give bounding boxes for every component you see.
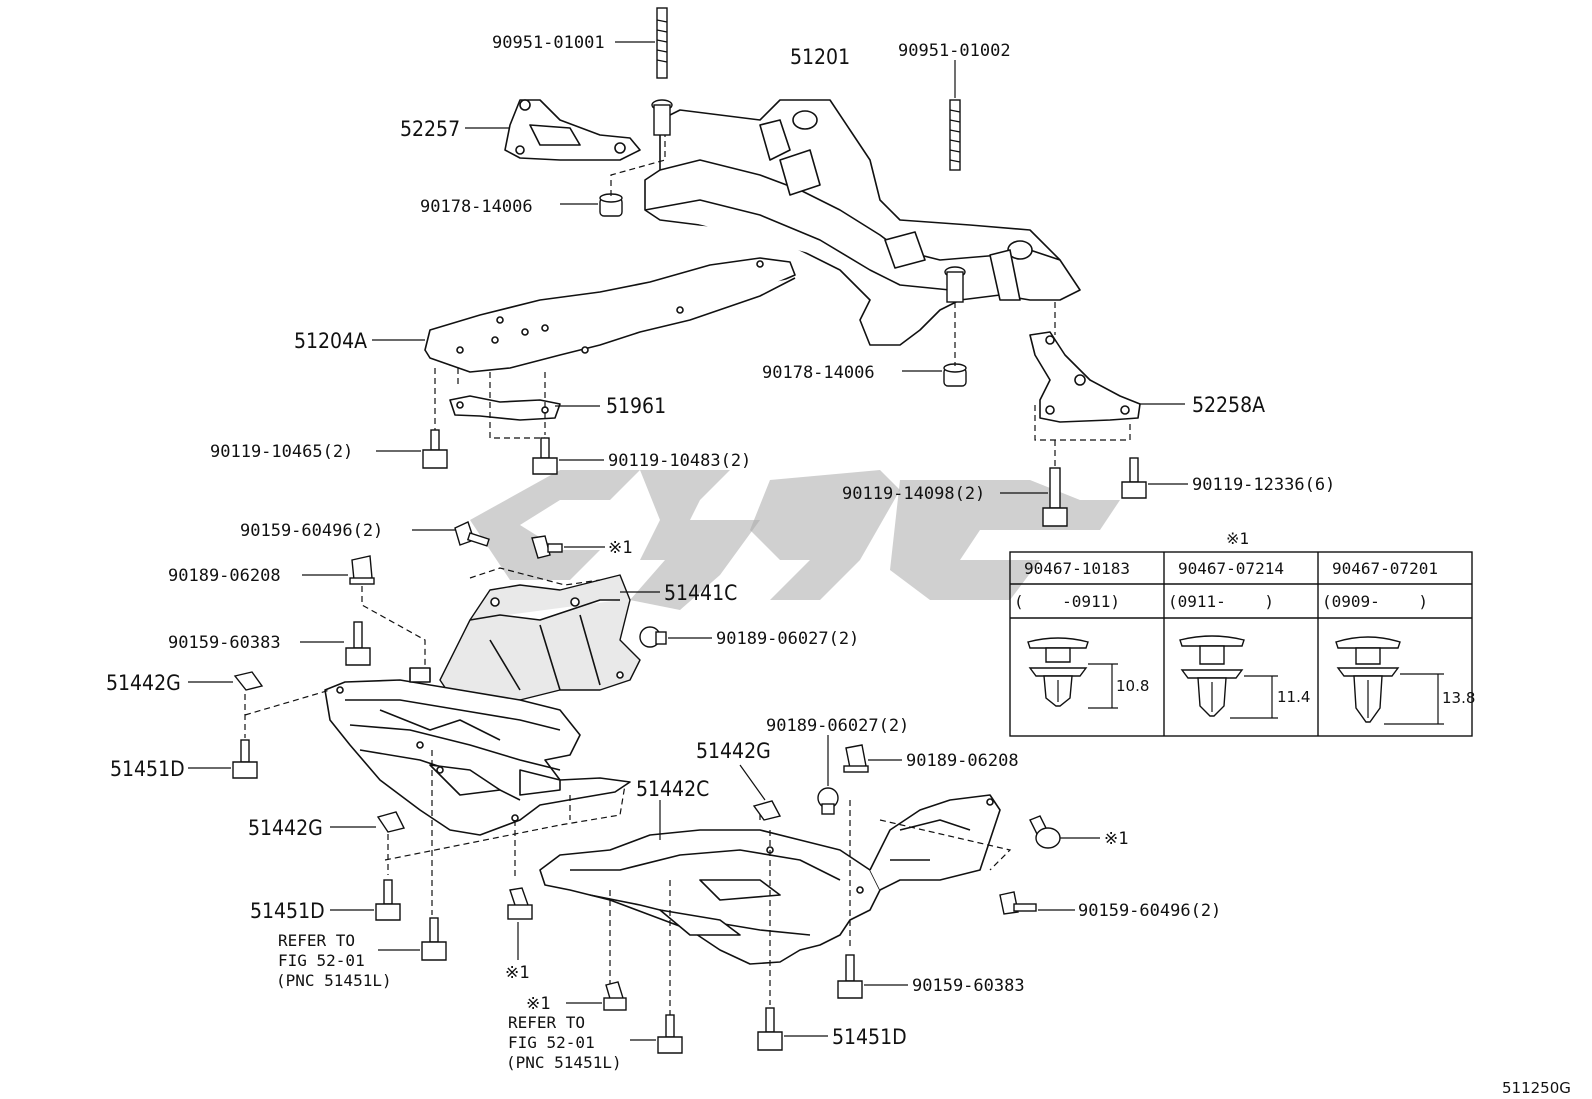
label-51451D-b: 51451D: [250, 899, 325, 923]
clip-nut-90189-06208-a: [349, 555, 375, 585]
label-90189-06208-b: 90189-06208: [906, 751, 1019, 771]
clip-col-2-part: 90467-07214: [1178, 559, 1284, 578]
bolt-90159-60496-a: [454, 521, 490, 547]
bolt-90119-10465: [422, 429, 448, 469]
label-90951-01002: 90951-01002: [898, 41, 1011, 61]
stud-90951-01001: [651, 7, 673, 136]
bolt-refer-left: [421, 917, 447, 961]
bracket-52257: [504, 99, 641, 161]
bolt-refer-bottom: [657, 1014, 683, 1054]
label-51201: 51201: [790, 45, 850, 69]
clip-note-c: [507, 887, 533, 920]
label-51442C: 51442C: [636, 777, 709, 801]
label-note-d: ※1: [526, 994, 550, 1014]
label-90159-60383-b: 90159-60383: [912, 976, 1025, 996]
clip-col-1-part: 90467-10183: [1024, 559, 1130, 578]
plate-51961: [449, 395, 561, 421]
refer-left-line-2: FIG 52-01: [278, 951, 365, 970]
label-90189-06027-b: 90189-06027(2): [766, 716, 909, 736]
clip-col-1-range: ( -0911): [1014, 592, 1120, 611]
label-52257: 52257: [400, 117, 460, 141]
label-note-a: ※1: [608, 538, 632, 558]
label-51442G-a: 51442G: [106, 671, 181, 695]
refer-note-bottom: REFER TO FIG 52-01 (PNC 51451L): [506, 1013, 622, 1072]
clip-drawing-3: 13.8: [1335, 636, 1475, 725]
clip-note-a: [531, 535, 563, 559]
clip-col-1-dim: 10.8: [1116, 677, 1149, 695]
figure-code: 511250G: [1502, 1079, 1571, 1097]
clip-col-3-dim: 13.8: [1442, 689, 1475, 707]
clip-table-note: ※1: [1226, 529, 1249, 548]
bolt-90119-14098: [1042, 467, 1068, 527]
refer-bottom-line-2: FIG 52-01: [508, 1033, 595, 1052]
label-note-b: ※1: [1104, 829, 1128, 849]
bracket-52258A: [1029, 331, 1141, 423]
label-51451D-c: 51451D: [832, 1025, 907, 1049]
bolt-90159-60383-a: [345, 621, 371, 666]
bolt-90159-60496-b: [999, 891, 1037, 915]
clip-col-3-range: (0909- ): [1322, 592, 1428, 611]
label-51442G-c: 51442G: [696, 739, 771, 763]
refer-left-line-3: (PNC 51451L): [276, 971, 392, 990]
clip-col-3-part: 90467-07201: [1332, 559, 1438, 578]
nut-90178-14006-a: [599, 193, 623, 217]
crossmember-51201: [644, 99, 1081, 346]
label-90159-60496-a: 90159-60496(2): [240, 521, 383, 541]
stud-90951-01002: [944, 99, 966, 303]
bolt-51451D-a: [232, 739, 258, 779]
brace-51204A: [424, 257, 796, 373]
label-51442G-b: 51442G: [248, 816, 323, 840]
refer-bottom-line-1: REFER TO: [508, 1013, 585, 1032]
label-90119-12336: 90119-12336(6): [1192, 475, 1335, 495]
clip-drawing-2: 11.4: [1179, 635, 1310, 719]
label-90159-60383-a: 90159-60383: [168, 633, 281, 653]
bolt-90119-12336: [1121, 457, 1147, 499]
undercover-left: [324, 667, 631, 836]
label-90189-06208-a: 90189-06208: [168, 566, 281, 586]
clip-col-2-range: (0911- ): [1168, 592, 1274, 611]
label-90951-01001: 90951-01001: [492, 33, 605, 53]
bolt-90159-60383-b: [837, 954, 863, 999]
label-90119-14098: 90119-14098(2): [842, 484, 985, 504]
label-90119-10483: 90119-10483(2): [608, 451, 751, 471]
clip-nut-90189-06208-b: [843, 744, 869, 773]
refer-note-left: REFER TO FIG 52-01 (PNC 51451L): [276, 931, 392, 990]
clip-note-b: [1029, 815, 1061, 849]
bolt-51451D-b: [375, 879, 401, 921]
label-51451D-a: 51451D: [110, 757, 185, 781]
label-90178-14006-b: 90178-14006: [762, 363, 875, 383]
refer-left-line-1: REFER TO: [278, 931, 355, 950]
nut-51442G-a: [233, 671, 264, 691]
label-90159-60496-b: 90159-60496(2): [1078, 901, 1221, 921]
label-51961: 51961: [606, 394, 666, 418]
label-90178-14006-a: 90178-14006: [420, 197, 533, 217]
clip-90189-06027-b: [817, 787, 839, 815]
label-90119-10465: 90119-10465(2): [210, 442, 353, 462]
refer-bottom-line-3: (PNC 51451L): [506, 1053, 622, 1072]
nut-51442G-c: [752, 800, 782, 821]
clip-90189-06027-a: [639, 626, 667, 648]
nut-90178-14006-b: [943, 363, 967, 387]
clip-table: ※1 90467-10183 90467-07214 90467-07201 (…: [1009, 529, 1475, 737]
nut-51442G-b: [376, 811, 406, 833]
label-51441C: 51441C: [664, 581, 737, 605]
label-52258A: 52258A: [1192, 393, 1265, 417]
label-note-c: ※1: [505, 963, 529, 983]
bolt-90119-10483: [532, 437, 558, 475]
bolt-51451D-c: [757, 1007, 783, 1051]
clip-drawing-1: 10.8: [1027, 637, 1149, 709]
clip-note-d: [603, 981, 627, 1011]
clip-col-2-dim: 11.4: [1277, 688, 1310, 706]
cover-51441C: [439, 574, 641, 706]
undercover-right-51442C: [539, 794, 1001, 965]
label-51204A: 51204A: [294, 329, 367, 353]
label-90189-06027-a: 90189-06027(2): [716, 629, 859, 649]
